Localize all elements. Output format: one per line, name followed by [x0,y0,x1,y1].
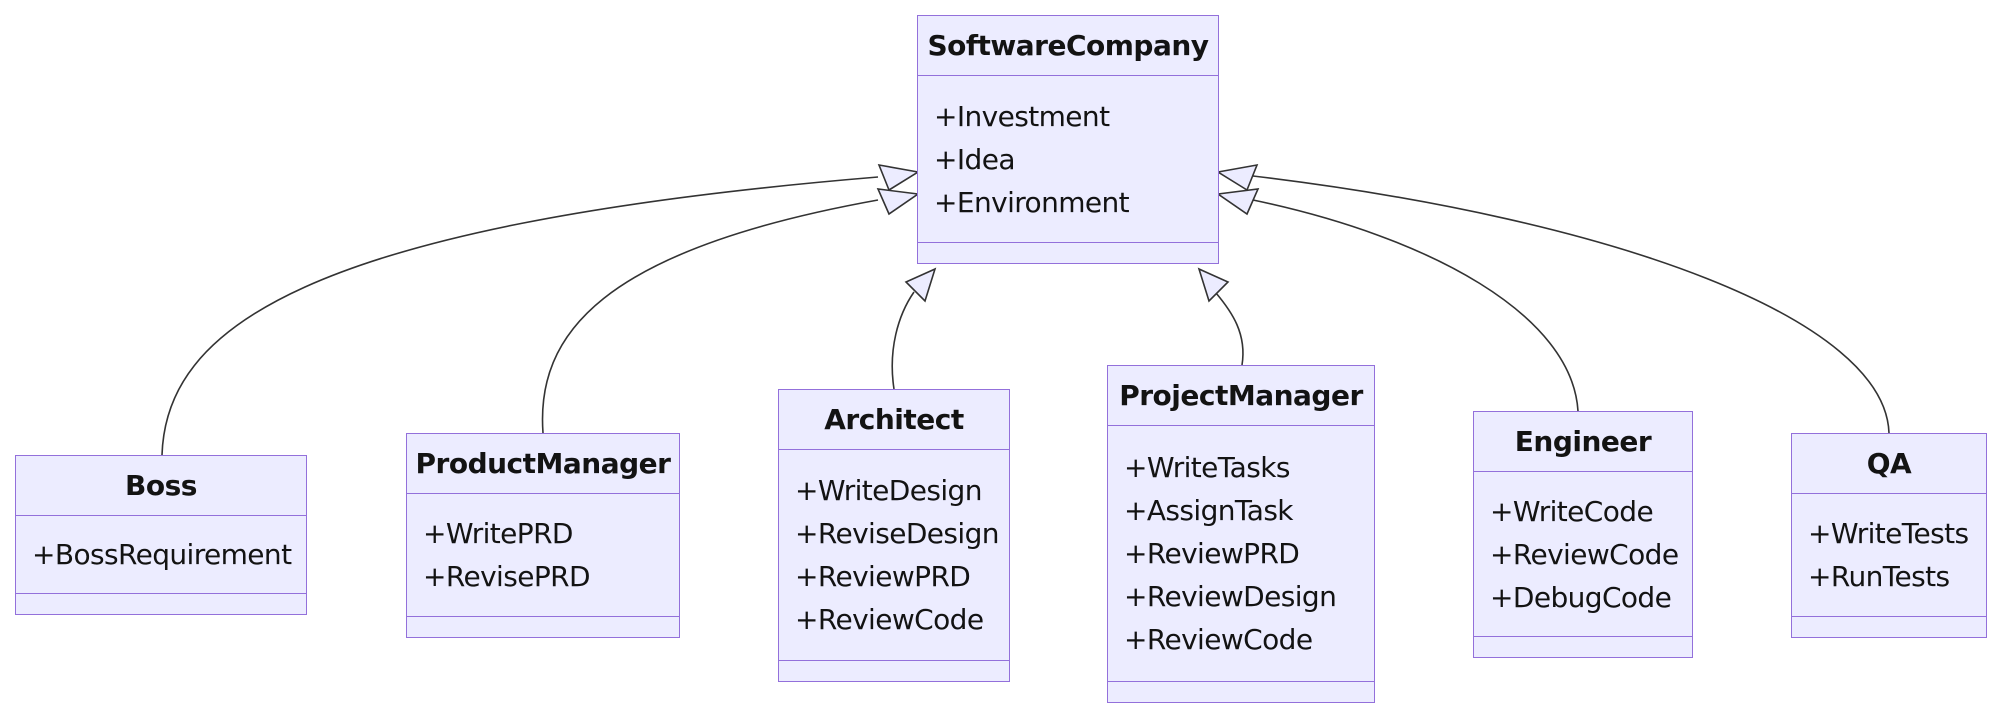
class-attribute: +ReviewCode [795,603,984,636]
class-attribute: +Environment [934,185,1130,219]
inheritance-edge-architect [891,267,937,390]
inheritance-edge-productmanager [541,188,921,434]
class-node-projectmanager: ProjectManager +WriteTasks +AssignTask +Re… [1107,365,1375,703]
class-attributes: +WriteDesign +ReviseDesign +ReviewPRD +Revi… [779,450,1009,660]
class-attributes: +BossRequirement [16,516,306,593]
inheritance-arrowhead [876,188,921,216]
class-attribute: +ReviewPRD [1124,537,1300,570]
class-node-boss: Boss +BossRequirement [15,455,307,615]
class-attributes: +WriteTests +RunTests [1792,494,1986,616]
class-methods-empty [1474,636,1692,657]
class-attributes: +WriteCode +ReviewCode +DebugCode [1474,472,1692,636]
class-attributes: +WriteTasks +AssignTask +ReviewPRD +ReviewD… [1108,426,1374,681]
class-attribute: +WriteTests [1808,517,1969,550]
class-attribute: +ReviewCode [1124,623,1313,656]
class-name: Engineer [1474,412,1692,472]
class-attribute: +RevisePRD [423,560,591,593]
class-methods-empty [918,242,1218,263]
class-name: QA [1792,434,1986,494]
inheritance-arrowhead [904,267,937,303]
class-attribute: +AssignTask [1124,494,1294,527]
class-attribute: +WriteTasks [1124,451,1290,484]
class-name: ProductManager [407,434,679,494]
class-node-architect: Architect +WriteDesign +ReviseDesign +Revi… [778,389,1010,682]
class-attribute: +WritePRD [423,517,573,550]
class-attribute: +ReviewDesign [1124,580,1337,613]
class-name: SoftwareCompany [918,16,1218,76]
inheritance-edge-engineer [1215,188,1579,412]
class-name: Boss [16,456,306,516]
class-attribute: +ReviewPRD [795,560,971,593]
class-node-engineer: Engineer +WriteCode +ReviewCode +DebugCode [1473,411,1693,658]
class-attribute: +WriteDesign [795,474,982,507]
class-attributes: +Investment +Idea +Environment [918,76,1218,242]
class-attribute: +RunTests [1808,560,1950,593]
class-attribute: +Idea [934,142,1015,176]
class-attribute: +WriteCode [1490,494,1654,528]
inheritance-arrowhead [877,163,921,192]
class-methods-empty [16,593,306,614]
inheritance-edge-projectmanager [1197,267,1244,366]
class-methods-empty [1792,616,1986,637]
class-methods-empty [407,616,679,637]
inheritance-arrowhead [1215,188,1260,216]
class-node-qa: QA +WriteTests +RunTests [1791,433,1987,638]
class-attribute: +ReviseDesign [795,517,1000,550]
class-name: Architect [779,390,1009,450]
class-attribute: +BossRequirement [32,538,292,571]
class-attributes: +WritePRD +RevisePRD [407,494,679,616]
inheritance-edge-boss [161,163,921,456]
class-name: ProjectManager [1108,366,1374,426]
inheritance-arrowhead [1197,267,1230,303]
class-node-productmanager: ProductManager +WritePRD +RevisePRD [406,433,680,638]
class-attribute: +DebugCode [1490,580,1672,614]
class-attribute: +Investment [934,99,1110,133]
inheritance-arrowhead [1215,163,1259,192]
class-node-softwarecompany: SoftwareCompany +Investment +Idea +Environ… [917,15,1219,264]
class-attribute: +ReviewCode [1490,537,1679,571]
inheritance-edge-qa [1215,163,1890,434]
class-methods-empty [1108,681,1374,702]
class-methods-empty [779,660,1009,681]
